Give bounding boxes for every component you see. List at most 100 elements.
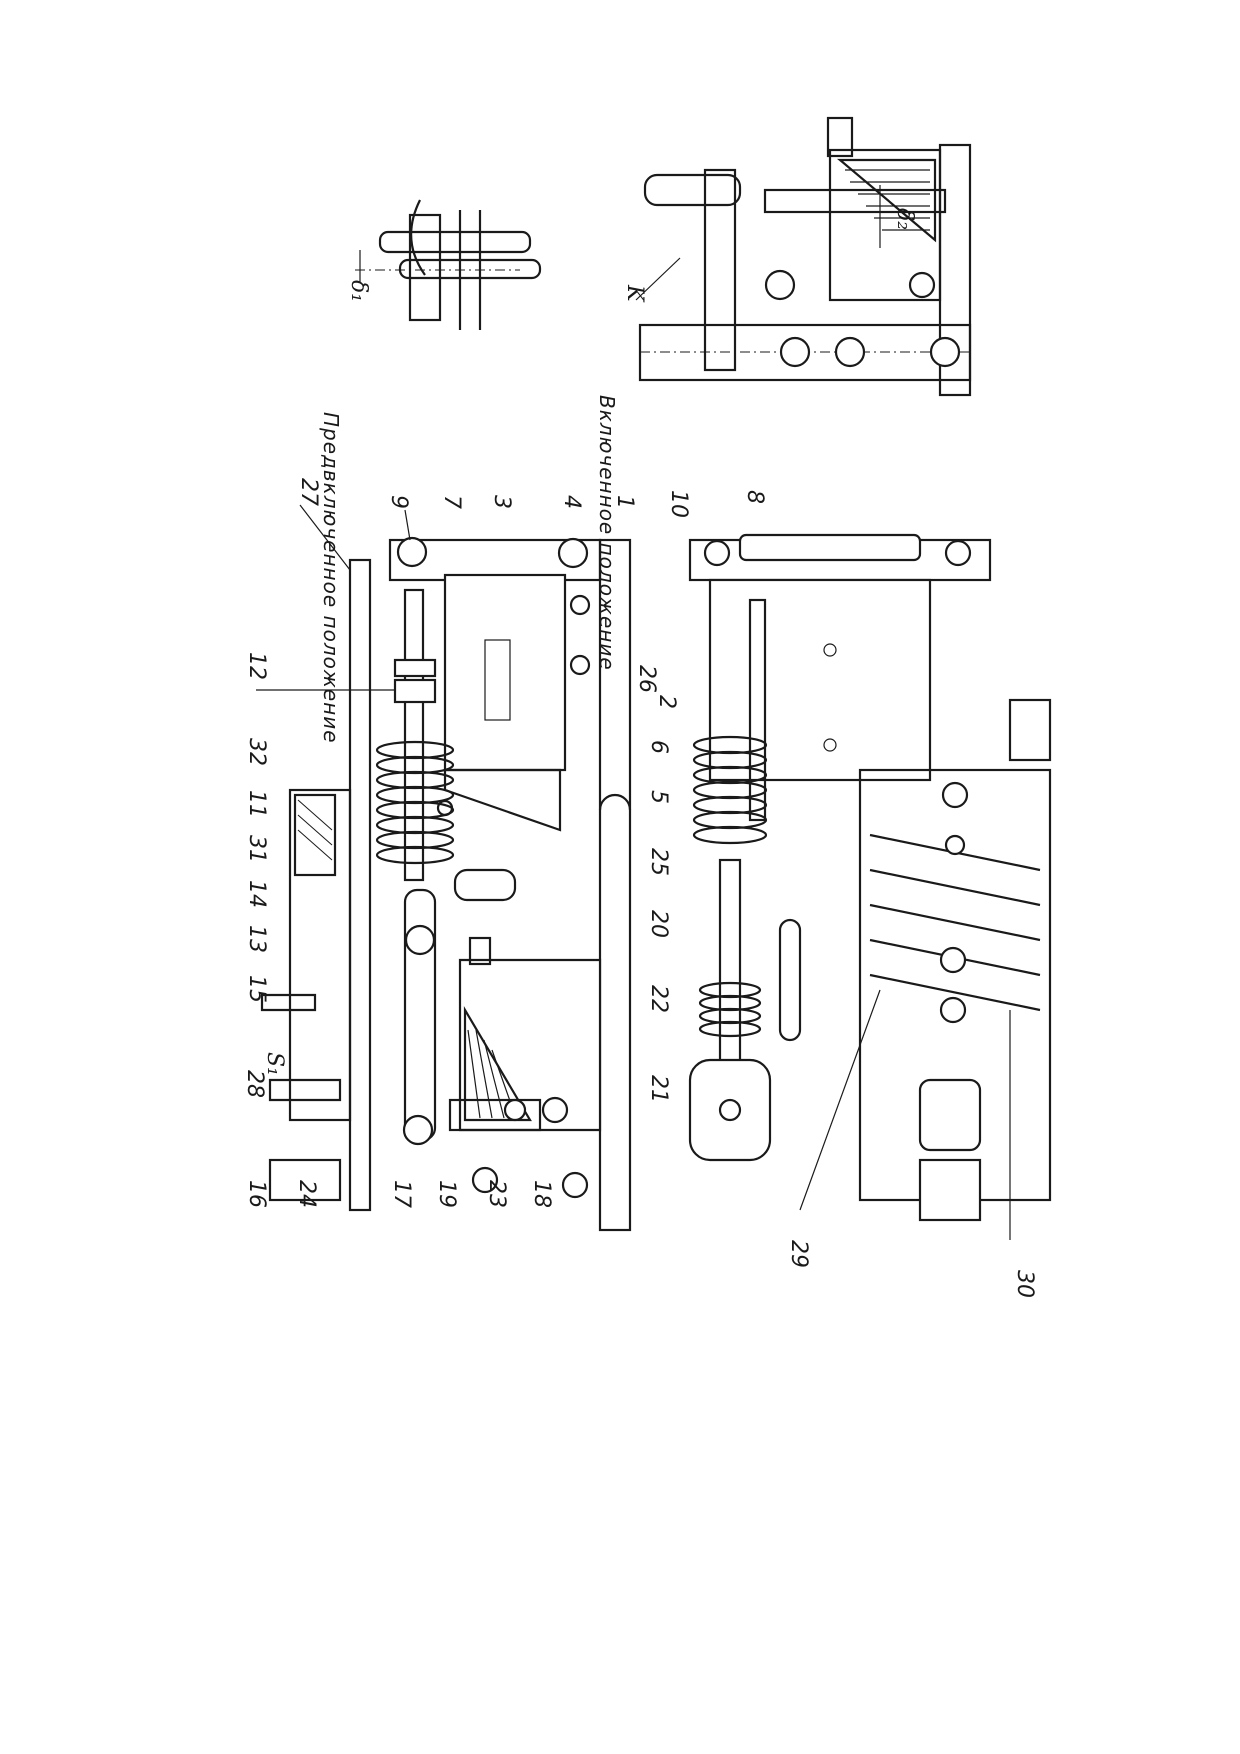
callout-18: 18	[529, 1180, 554, 1208]
bolt-2b	[569, 654, 591, 676]
callout-24: 24	[294, 1180, 319, 1208]
bolt-lower-b	[823, 738, 837, 752]
callout-31: 31	[244, 835, 269, 863]
pin-4	[557, 537, 589, 569]
callout-4: 4	[559, 495, 584, 509]
inset-closed-view: Включенное положение K δ₂	[595, 116, 972, 671]
inset2-pivot	[764, 269, 796, 301]
inset-caption-pre-closed: Предвключенное положение	[319, 412, 343, 744]
upper-mechanism	[260, 536, 632, 1232]
inset2-pivot-2	[908, 271, 936, 299]
inset1-arm	[410, 199, 426, 276]
base-plate	[598, 538, 632, 1232]
cylinder-8	[738, 533, 922, 562]
bolt-2a	[569, 594, 591, 616]
k-symbol: K	[622, 284, 647, 303]
bolt-chute-3	[939, 946, 967, 974]
callout-32: 32	[244, 738, 269, 766]
leader-29	[799, 989, 881, 1211]
inset1-contact-lever	[378, 230, 532, 254]
contact-holder-2	[918, 1158, 982, 1222]
callout-20: 20	[646, 910, 671, 938]
leader-27	[299, 504, 351, 571]
callout-14: 14	[244, 880, 269, 908]
callout-30: 30	[1012, 1270, 1037, 1298]
inset2-spring-housing	[828, 148, 942, 302]
callout-3: 3	[489, 495, 514, 509]
inset2-adjust-screw	[826, 116, 854, 158]
arc-chute-31	[288, 788, 352, 1122]
callout-17: 17	[389, 1180, 414, 1208]
bolt-chute-1	[941, 781, 969, 809]
callout-8: 8	[742, 490, 767, 504]
pin-9	[396, 536, 428, 568]
inset2-vertical-link	[703, 168, 737, 372]
screw-22	[468, 936, 492, 966]
bolt-24b	[561, 1171, 589, 1199]
callout-16: 16	[244, 1180, 269, 1208]
contact-holder	[918, 1078, 982, 1152]
hatch-line	[297, 799, 333, 831]
bolt-24a	[471, 1166, 499, 1194]
inset1-contact-bar	[398, 258, 542, 280]
callout-13: 13	[244, 925, 269, 953]
pin-13	[404, 924, 436, 956]
inset2-cone-spring	[836, 158, 937, 243]
spring-20	[692, 735, 768, 845]
spring-housing-21	[458, 958, 602, 1132]
inset2-bolt-3	[929, 336, 961, 368]
callout-2: 2	[654, 695, 679, 709]
callout-9: 9	[386, 495, 411, 509]
cone-spring-coils	[467, 1029, 517, 1119]
nut-32	[393, 678, 437, 704]
callout-12: 12	[244, 652, 269, 680]
end-bolt-left	[703, 539, 731, 567]
lower-slot	[778, 918, 802, 1042]
delta1-symbol: δ₁	[346, 280, 371, 302]
terminal-24	[268, 1158, 342, 1202]
callout-28: 28	[242, 1070, 267, 1098]
callout-19: 19	[434, 1180, 459, 1208]
fork-pin	[718, 1098, 742, 1122]
callout-21: 21	[646, 1075, 671, 1103]
callout-11: 11	[244, 790, 269, 818]
callouts: 27 9 7 3 4 1 10 8 12 32 11 31 14 13 15 2…	[242, 478, 1037, 1298]
callout-15: 15	[244, 975, 269, 1003]
inset2-spring-coils	[845, 169, 930, 231]
callout-22: 22	[646, 985, 671, 1013]
rod-26	[748, 598, 767, 822]
callout-7: 7	[439, 495, 464, 509]
leader-9	[404, 509, 411, 541]
inset2-bolt-2	[834, 336, 866, 368]
spring-lower-2	[698, 981, 762, 1038]
inset2-contact-lever	[643, 173, 742, 207]
cam-5	[598, 793, 632, 811]
callout-27: 27	[296, 478, 321, 506]
armature-plate	[348, 558, 372, 1212]
rod-lower	[718, 858, 742, 1072]
inset-caption-closed: Включенное положение	[595, 395, 619, 671]
rod-12	[403, 588, 425, 882]
delta2-symbol: δ₂	[892, 208, 917, 230]
bracket-6	[443, 768, 562, 832]
end-bolt-right	[944, 539, 972, 567]
spring-cup	[393, 658, 437, 678]
callout-5: 5	[646, 790, 671, 804]
coil-block-lower	[708, 578, 932, 782]
coil-window	[484, 639, 511, 721]
coil-block-3	[443, 573, 567, 772]
callout-6: 6	[646, 740, 671, 754]
arc-plates	[869, 833, 1041, 1012]
insulator-block	[293, 793, 337, 877]
callout-29: 29	[786, 1240, 811, 1268]
callout-25: 25	[646, 848, 671, 876]
lower-bracket	[1008, 698, 1052, 762]
pin-17	[402, 1114, 434, 1146]
inset2-bolt-1	[779, 336, 811, 368]
k-leader	[635, 257, 681, 301]
callout-26: 26	[634, 665, 659, 693]
callout-23: 23	[484, 1180, 509, 1208]
pin-21	[541, 1096, 569, 1124]
contact-15	[260, 993, 317, 1012]
